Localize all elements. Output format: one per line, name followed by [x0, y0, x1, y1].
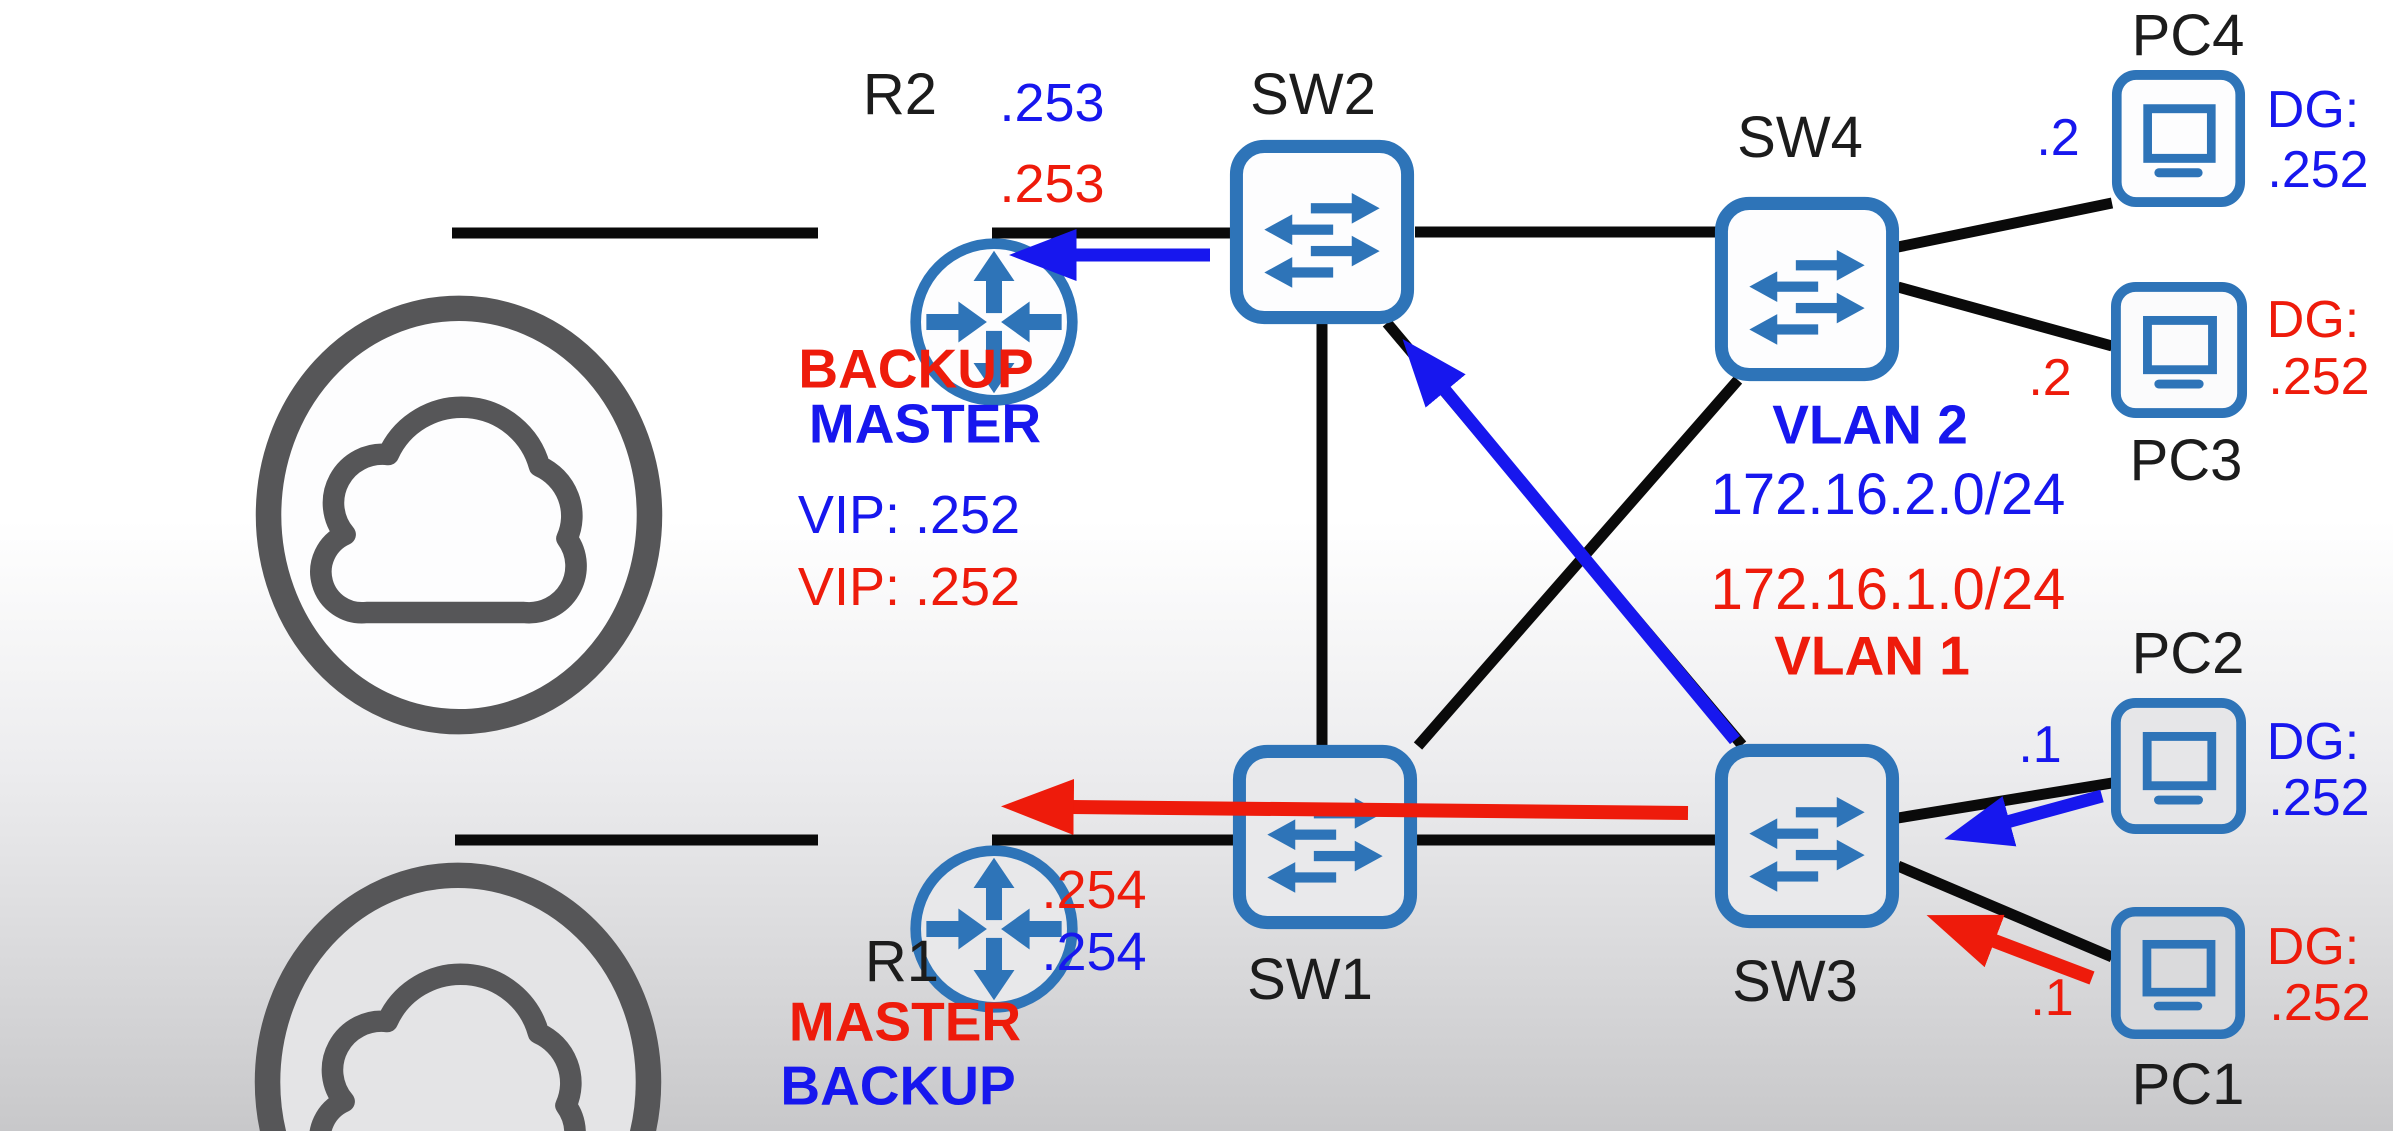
pc4-ip-label: .2 — [2036, 109, 2080, 167]
r1-vlan1-role-label: MASTER — [788, 990, 1022, 1053]
r2-vlan1-role-label: BACKUP — [798, 337, 1034, 400]
link-sw4-pc4 — [1896, 197, 2114, 253]
link-sw4-pc3 — [1896, 281, 2114, 352]
vlan2-name-label: VLAN 2 — [1772, 393, 1968, 456]
vlan1-subnet-label: 172.16.1.0/24 — [1710, 557, 2066, 622]
r1-vlan2-role-label: BACKUP — [780, 1054, 1016, 1117]
link-sw3-pc1 — [1895, 860, 2115, 963]
pc3-dg-ip-label: .252 — [2268, 348, 2370, 406]
vlan2-traffic-arrow-sw3-to-sw2 — [1402, 338, 1741, 745]
pc4-dg-label: DG: — [2266, 81, 2360, 139]
vlan2-subnet-label: 172.16.2.0/24 — [1710, 462, 2066, 527]
vlan1-name-label: VLAN 1 — [1774, 624, 1970, 687]
pc4-label: PC4 — [2131, 3, 2245, 68]
r1-label: R1 — [864, 929, 940, 994]
r1-vlan2-ip-label: .254 — [1041, 922, 1147, 982]
sw2-label: SW2 — [1250, 62, 1376, 127]
pc2-dg-ip-label: .252 — [2268, 769, 2370, 827]
vlan2-vip-label: VIP: .252 — [797, 485, 1021, 545]
pc1-label: PC1 — [2131, 1052, 2245, 1117]
vlan1-traffic-arrow-sw3-to-r1 — [1001, 779, 1689, 836]
r2-vlan2-role-label: MASTER — [808, 392, 1042, 455]
pc2-dg-label: DG: — [2266, 713, 2360, 771]
pc1-ip-label: .1 — [2030, 969, 2074, 1027]
pc2-ip-label: .1 — [2018, 716, 2062, 774]
pc3-label: PC3 — [2129, 428, 2243, 493]
pc2-label: PC2 — [2131, 621, 2245, 686]
r2-label: R2 — [862, 62, 938, 127]
pc1-dg-ip-label: .252 — [2269, 974, 2371, 1032]
r2-vlan2-ip-label: .253 — [999, 73, 1105, 133]
sw4-label: SW4 — [1737, 105, 1863, 170]
pc1-dg-label: DG: — [2266, 918, 2360, 976]
link-sw4-sw1 — [1413, 376, 1743, 750]
vlan1-traffic-arrow-pc1-to-sw3 — [1926, 914, 2095, 985]
sw3-label: SW3 — [1732, 949, 1858, 1014]
vlan2-traffic-arrow-pc2-to-sw3 — [1944, 789, 2104, 847]
r2-vlan1-ip-label: .253 — [999, 154, 1105, 214]
vlan1-vip-label: VIP: .252 — [797, 557, 1021, 617]
pc3-dg-label: DG: — [2266, 291, 2360, 349]
sw1-label: SW1 — [1247, 947, 1373, 1012]
r1-vlan1-ip-label: .254 — [1041, 860, 1147, 920]
pc4-dg-ip-label: .252 — [2267, 141, 2369, 199]
pc3-ip-label: .2 — [2028, 349, 2072, 407]
